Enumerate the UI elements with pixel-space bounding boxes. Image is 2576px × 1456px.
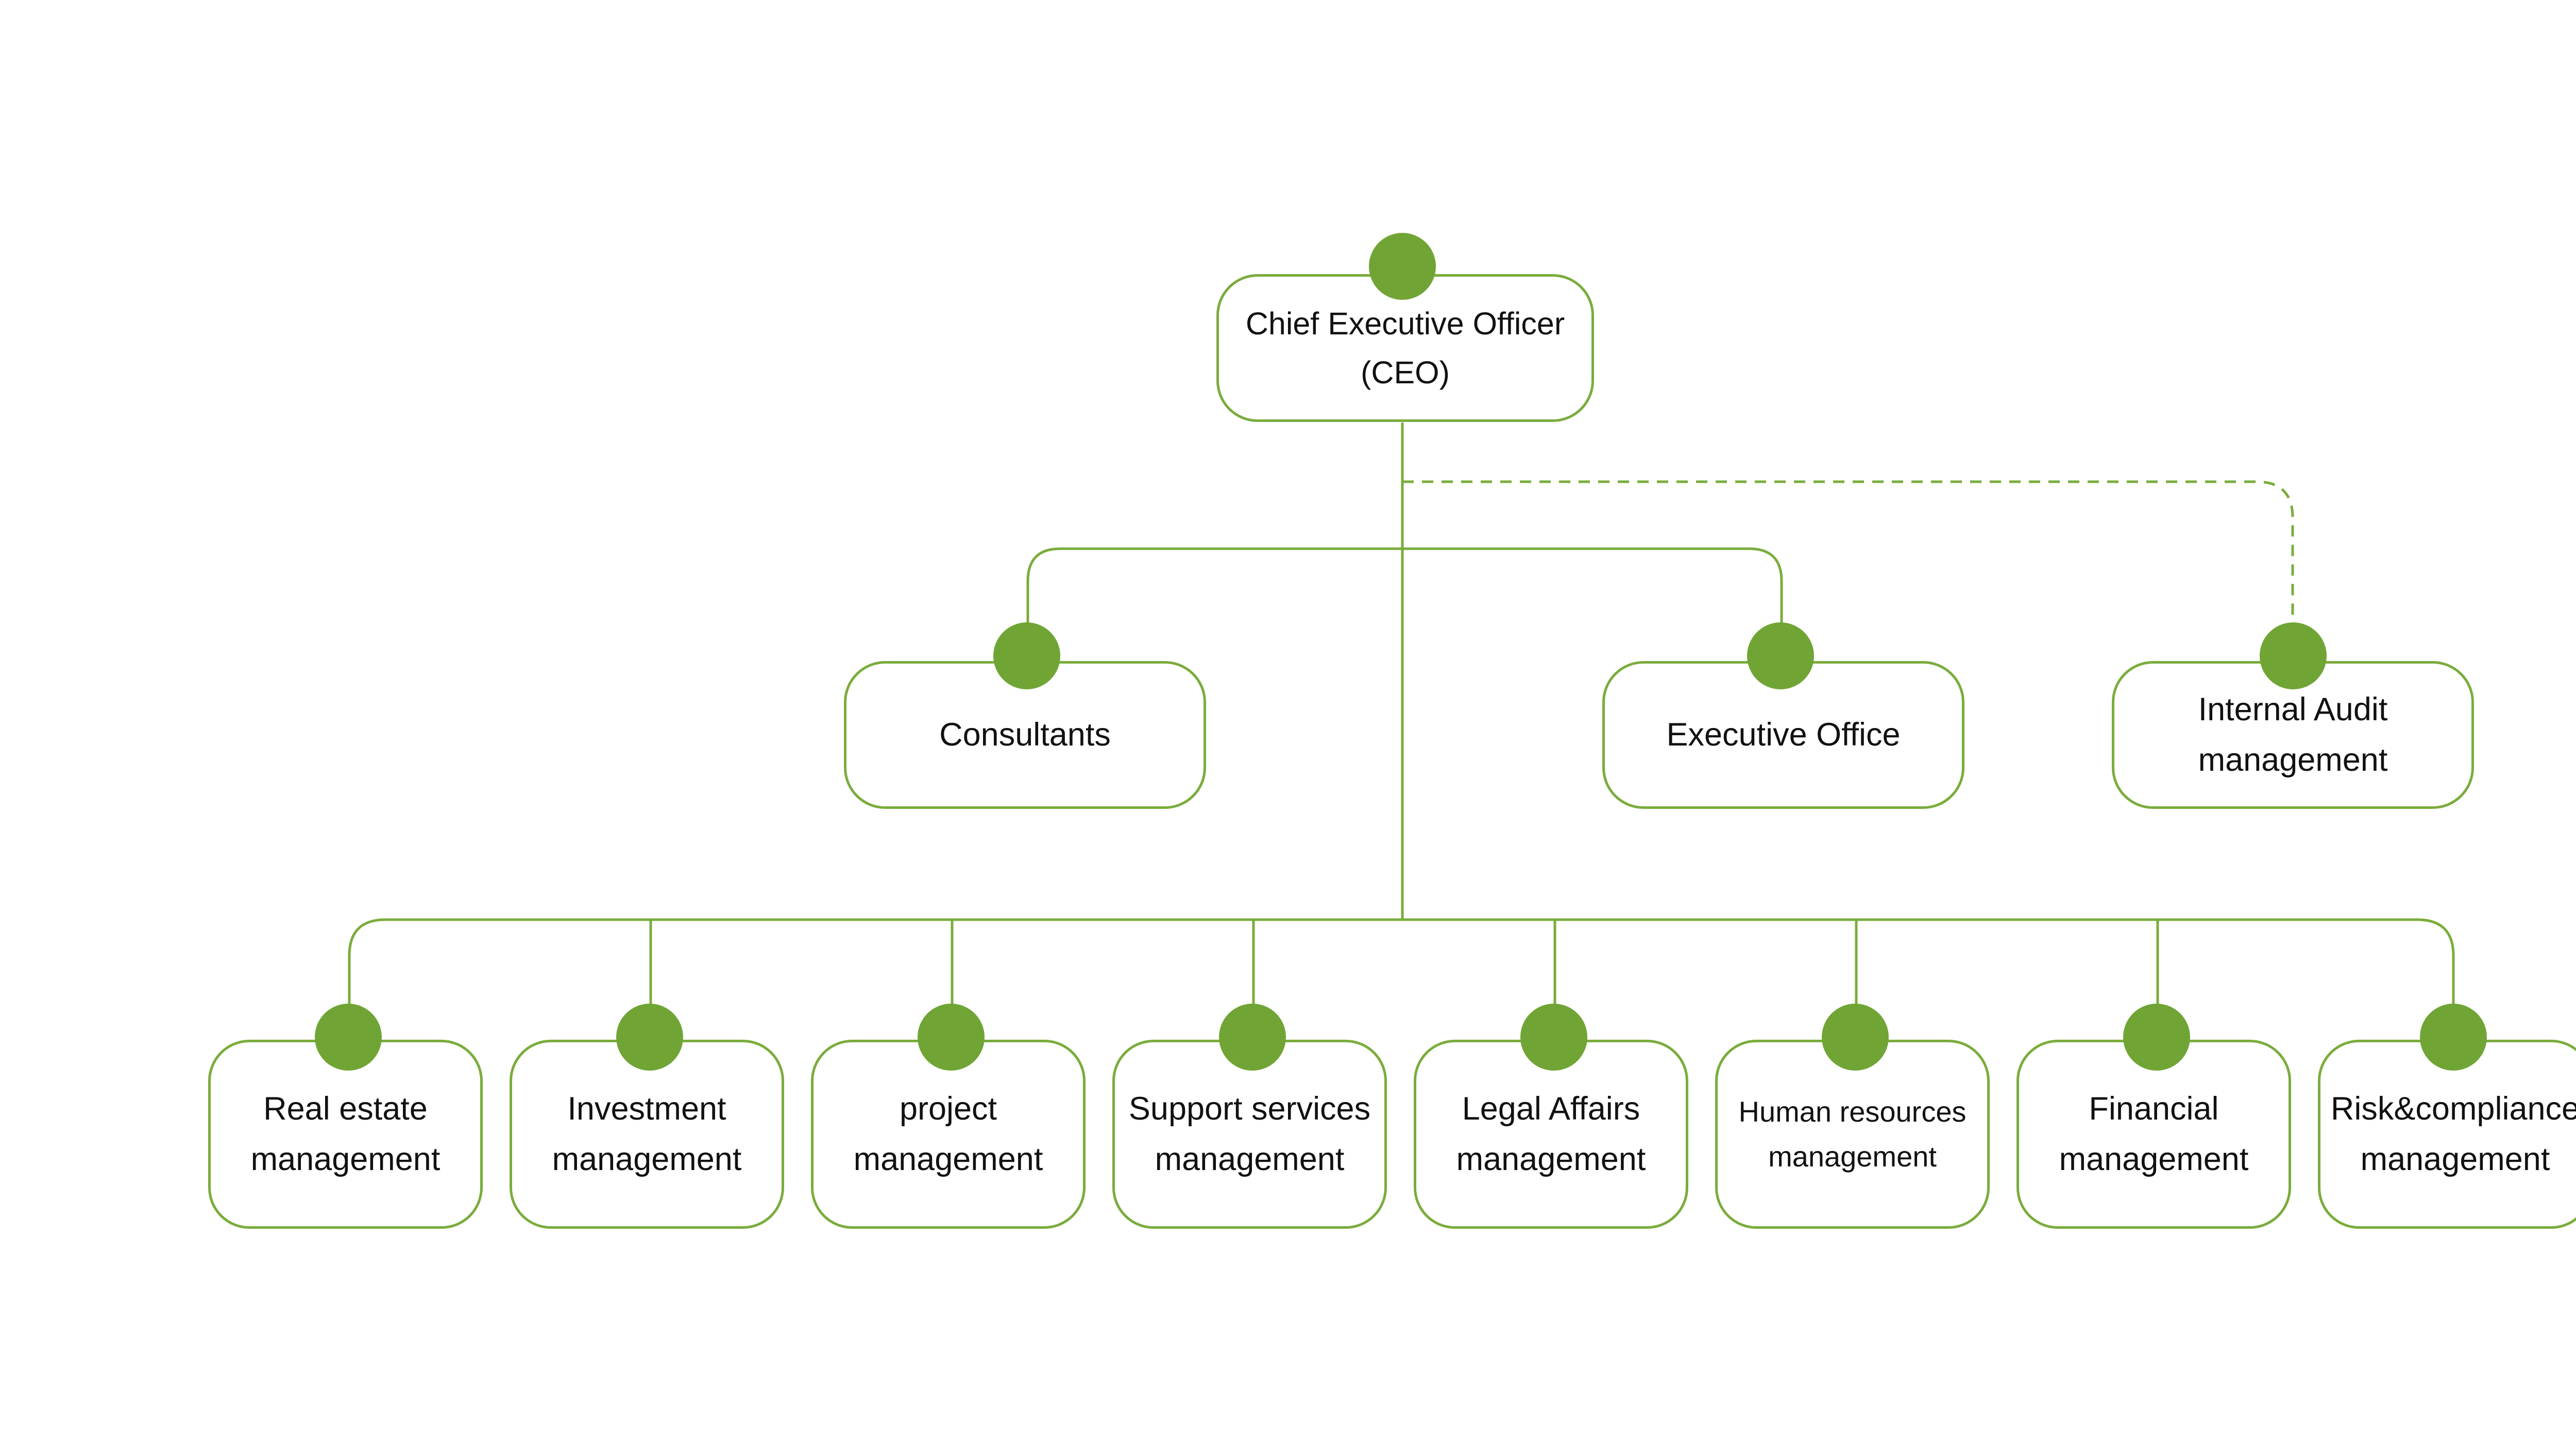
consultants-label: Consultants: [939, 716, 1111, 753]
department-label: Investment management: [552, 1090, 742, 1177]
department-node-dot: [1219, 1004, 1286, 1071]
department-bus-line: [348, 918, 2455, 1036]
department-label: Support services management: [1128, 1090, 1371, 1177]
department-label: Financial management: [2059, 1090, 2249, 1177]
audit-dashed-line: [1402, 480, 2294, 641]
department-label: project management: [853, 1090, 1043, 1177]
department-node-dot: [918, 1004, 985, 1071]
department-node-dot: [616, 1004, 683, 1071]
department-box-financial: Financial management: [2016, 1040, 2291, 1229]
ceo-box: Chief Executive Officer (CEO): [1216, 274, 1594, 422]
department-box-risk-compliance: Risk&compliance management: [2318, 1040, 2576, 1229]
department-label: Human resources management: [1738, 1095, 1967, 1173]
executive-office-node-dot: [1747, 622, 1814, 689]
internal-audit-label: Internal Audit management: [2198, 691, 2388, 778]
ceo-label: Chief Executive Officer (CEO): [1245, 306, 1565, 390]
department-label: Real estate management: [250, 1090, 440, 1177]
department-box-support-services: Support services management: [1112, 1040, 1387, 1229]
ceo-node-dot: [1369, 233, 1436, 300]
department-node-dot: [1520, 1004, 1587, 1071]
department-box-legal-affairs: Legal Affairs management: [1414, 1040, 1688, 1229]
consultants-node-dot: [993, 622, 1060, 689]
department-node-dot: [2420, 1004, 2487, 1071]
department-node-dot: [315, 1004, 382, 1071]
department-node-dot: [1822, 1004, 1889, 1071]
department-label: Risk&compliance management: [2330, 1090, 2576, 1177]
department-box-project: project management: [811, 1040, 1086, 1229]
department-node-dot: [2123, 1004, 2190, 1071]
executive-office-label: Executive Office: [1666, 716, 1901, 753]
department-box-human-resources: Human resources management: [1715, 1040, 1990, 1229]
department-box-investment: Investment management: [510, 1040, 784, 1229]
internal-audit-node-dot: [2260, 622, 2327, 689]
department-label: Legal Affairs management: [1456, 1090, 1646, 1177]
middle-branch-line: [1026, 547, 1783, 641]
